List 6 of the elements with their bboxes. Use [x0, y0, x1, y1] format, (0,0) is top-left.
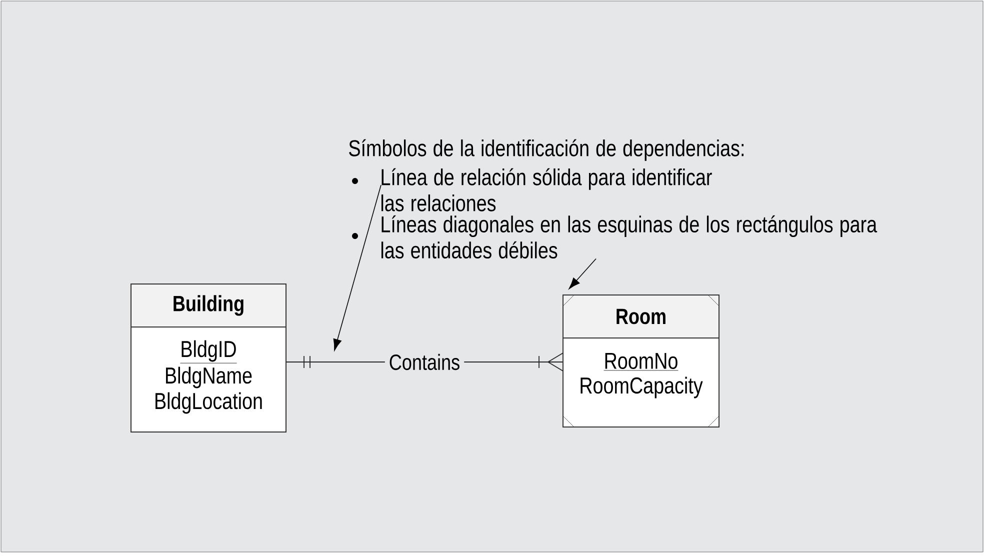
entity-box: Building BldgID BldgName BldgLocation [130, 284, 286, 432]
leader-line [333, 184, 382, 351]
leader-line [568, 258, 596, 290]
entity-box: Room RoomNo RoomCapacity [562, 294, 720, 428]
note-text: Símbolos de la identificación de dependencias: Línea de relación sólida para identificar las relaciones Líneas diagonales en las esquinas de los rectángulos para las entidades débiles [349, 139, 878, 259]
edge-label: Contains [390, 354, 460, 370]
